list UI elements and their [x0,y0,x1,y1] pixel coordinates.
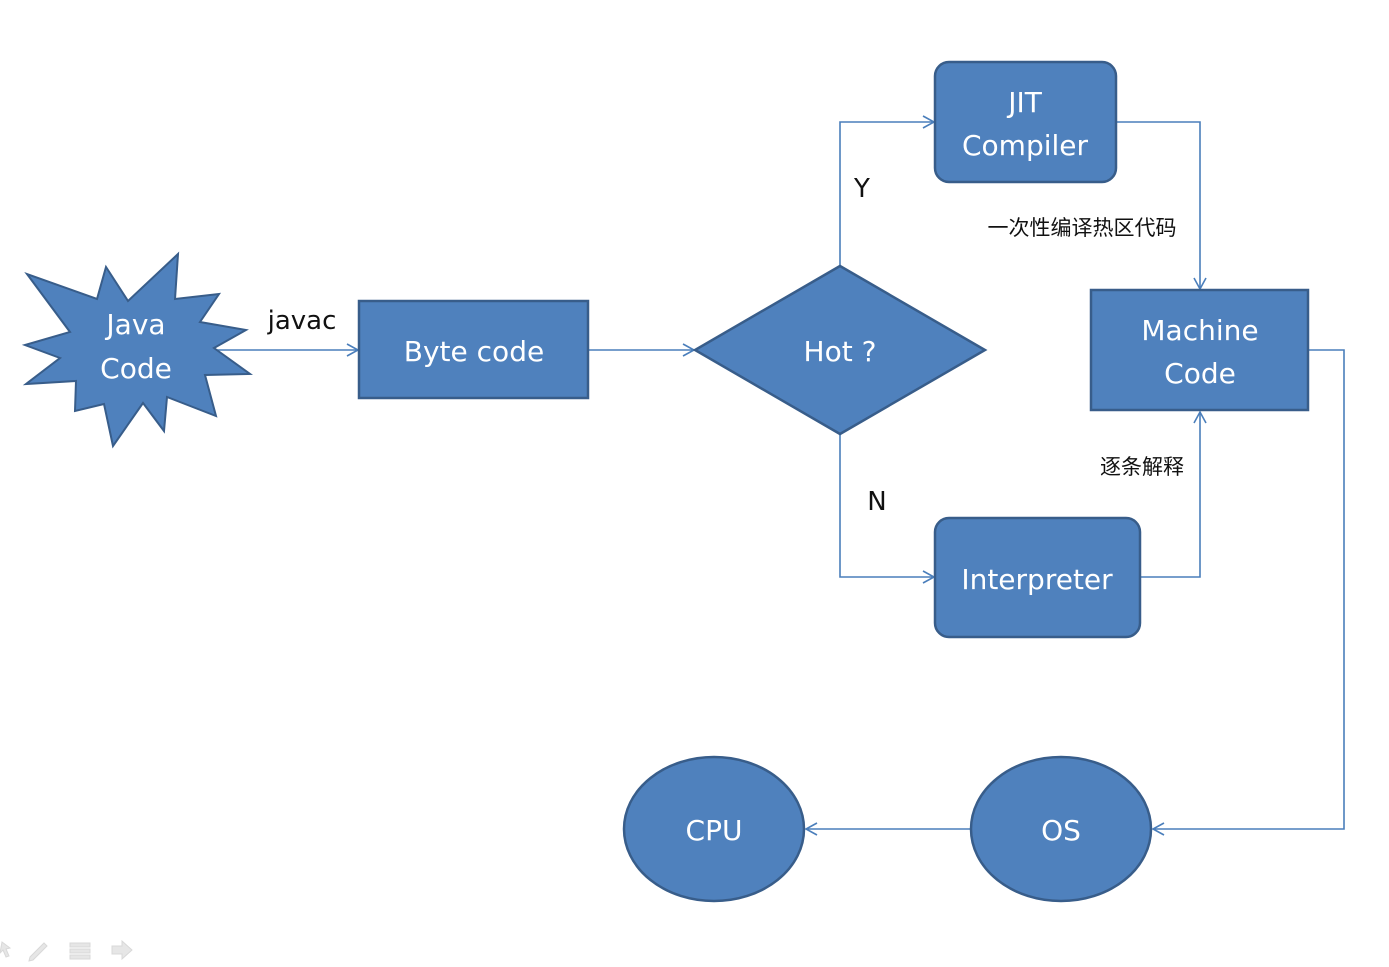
node-java-code: Java Code [21,251,254,449]
machine-code-box [1089,288,1310,412]
java-code-line1: Java [104,308,165,341]
java-code-line2: Code [100,352,172,385]
os-label: OS [1041,814,1081,847]
java-code-starburst [21,251,254,449]
node-hot-decision: Hot ? [692,264,988,436]
jit-line1: JIT [1006,86,1043,119]
edge-label-javac: javac [267,306,337,336]
edge-jit-to-machine [1116,121,1207,291]
node-interpreter: Interpreter [933,516,1142,639]
jit-line2: Compiler [962,129,1089,162]
edge-label-jit-note: 一次性编译热区代码 [988,216,1177,240]
edge-label-yes: Y [853,174,870,204]
pen-icon[interactable] [28,942,48,962]
interpreter-label: Interpreter [961,563,1113,596]
edge-label-interp-note: 逐条解释 [1100,455,1184,479]
hot-label: Hot ? [804,335,877,368]
menu-icon[interactable] [69,942,91,960]
byte-code-box [357,299,590,400]
interpreter-box [933,516,1142,639]
edge-label-no: N [867,487,886,517]
node-cpu: CPU [622,755,806,903]
node-machine-code: Machine Code [1089,288,1310,412]
edge-hot-to-jit [839,115,936,266]
byte-code-label: Byte code [404,335,544,368]
hot-diamond [692,264,988,436]
machine-code-line1: Machine [1141,314,1258,347]
machine-code-line2: Code [1164,357,1236,390]
edge-machine-to-os [1151,349,1345,836]
edges [214,115,1345,836]
node-os: OS [969,755,1153,903]
node-byte-code: Byte code [357,299,590,400]
slide-toolbar [0,939,133,962]
os-ellipse [969,755,1153,903]
edge-interpreter-to-machine [1141,410,1207,578]
pointer-icon[interactable] [0,941,12,958]
arrow-right-icon[interactable] [111,939,133,961]
jit-box [933,60,1118,184]
node-jit-compiler: JIT Compiler [933,60,1118,184]
cpu-label: CPU [686,814,743,847]
edge-hot-to-interpreter [839,434,936,584]
cpu-ellipse [622,755,806,903]
